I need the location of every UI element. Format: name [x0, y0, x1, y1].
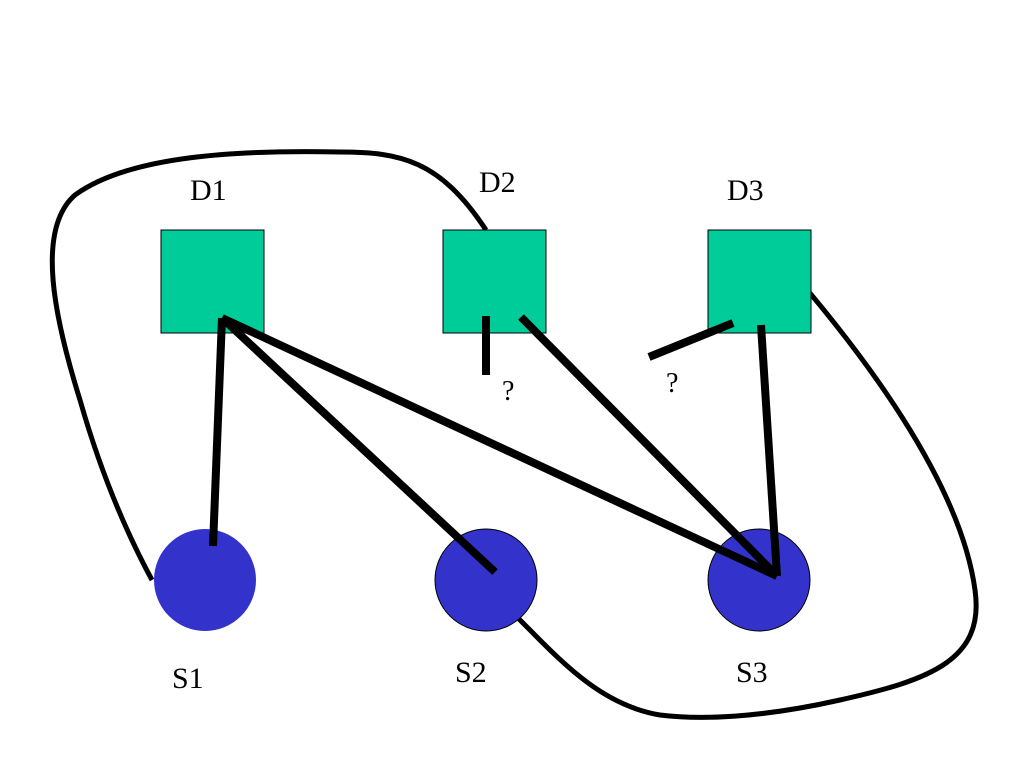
edge-d1-s3: [220, 314, 779, 580]
label-s1: S1: [172, 662, 204, 695]
node-s2-circle: [434, 528, 538, 632]
label-d1: D1: [190, 174, 227, 207]
node-s3-circle: [707, 528, 811, 632]
label-d3: D3: [727, 174, 764, 207]
edge-d3-s3: [757, 324, 781, 577]
label-s3: S3: [736, 656, 768, 689]
edge-d2-s3: [518, 314, 780, 579]
edge-d1-s2: [219, 315, 498, 575]
edge-d3-s2: [481, 263, 979, 720]
node-s1-circle: [154, 529, 256, 631]
label-s2: S2: [455, 656, 487, 689]
node-d1-square: [160, 229, 265, 334]
question-mark-d3: ?: [666, 368, 678, 399]
node-d3-square: [707, 229, 812, 334]
edge-d1-s1: [209, 317, 226, 547]
node-d2-square: [442, 229, 547, 334]
label-d2: D2: [479, 166, 516, 199]
edge-d2-s1: [49, 149, 489, 582]
stub-d3: [647, 319, 735, 361]
question-mark-d2: ?: [502, 376, 514, 407]
